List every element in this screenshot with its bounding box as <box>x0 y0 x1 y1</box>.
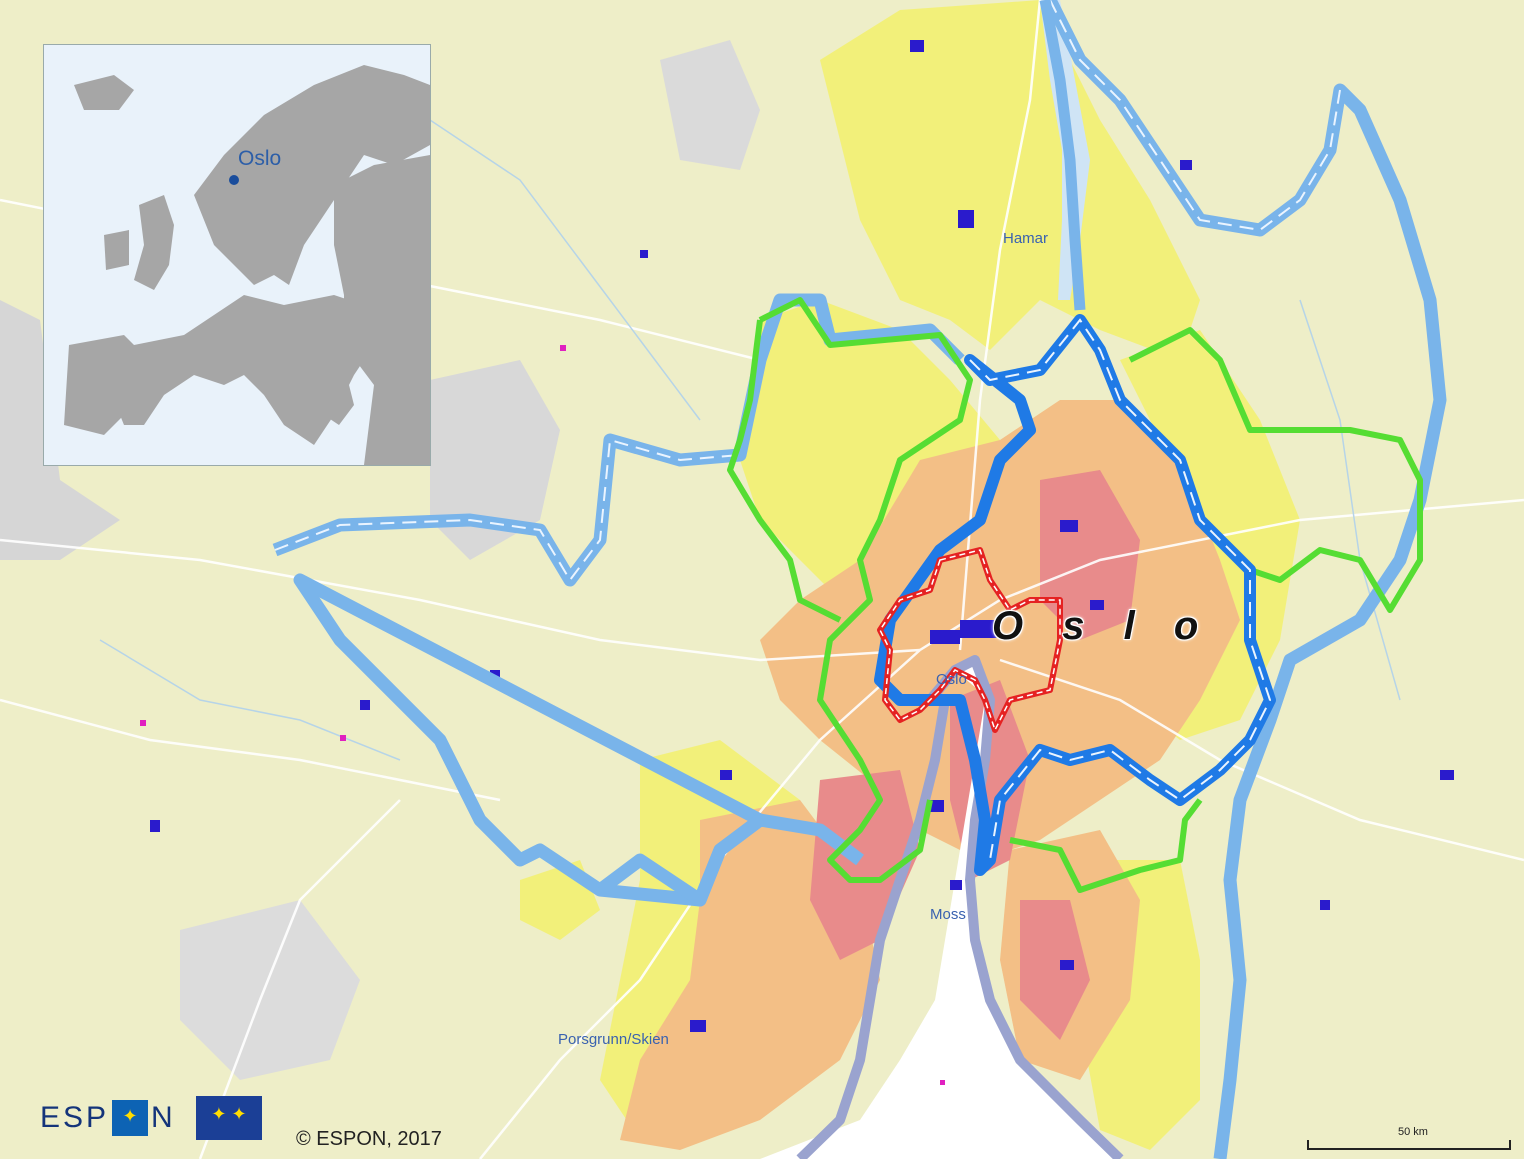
eu-flag-icon: ✦ ✦ <box>196 1096 262 1140</box>
boundary-green-west2 <box>727 319 842 623</box>
boundary-red-inner <box>879 549 1061 732</box>
logo-text-right: N <box>151 1101 176 1134</box>
boundary-light-blue-mjosa <box>1039 0 1086 311</box>
grey-region-sw <box>180 900 360 1080</box>
boundary-light-blue-north-inner <box>1049 0 1341 232</box>
boundary-green-se <box>1009 798 1203 893</box>
boundary-green-west <box>758 297 973 883</box>
oslofjord <box>760 660 1120 1159</box>
scale-bar <box>1307 1140 1511 1150</box>
zone-yellow-west <box>740 300 1000 600</box>
city-title: O s l o <box>992 604 1213 648</box>
logo-text-left: ESP <box>40 1101 110 1134</box>
scale-label: 50 km <box>1398 1126 1428 1138</box>
zone-red-south <box>810 770 920 960</box>
inset-europe-shape <box>44 45 430 465</box>
urban-areas <box>150 40 1454 1032</box>
coastline <box>926 655 1124 1159</box>
rivers <box>99 119 1401 761</box>
place-label-oslo: Oslo <box>936 671 967 688</box>
place-label-hamar: Hamar <box>1003 230 1049 247</box>
grey-region-north <box>660 40 760 170</box>
boundary-light-blue-south <box>596 813 864 907</box>
inset-map-europe: Oslo <box>43 44 431 466</box>
grey-region-mid <box>430 360 560 560</box>
copyright: © ESPON, 2017 <box>296 1128 442 1150</box>
boundary-light-blue-west-inner <box>274 438 741 582</box>
place-label-porsgrunn: Porsgrunn/Skien <box>558 1031 669 1048</box>
place-label-moss: Moss <box>930 906 966 923</box>
boundary-blue-inner <box>969 318 1272 861</box>
grey-region-west <box>0 300 120 560</box>
zone-yellow-north <box>820 0 1200 360</box>
coastline-west <box>796 699 950 1159</box>
urban-areas-pink <box>140 345 945 1085</box>
espon-logo: ESP ✦ N <box>40 1100 176 1136</box>
logo-stars-icon: ✦ <box>112 1100 149 1136</box>
inset-oslo-marker <box>229 175 239 185</box>
zone-red-se <box>1020 900 1090 1040</box>
zone-red-center <box>1040 470 1140 640</box>
boundary-green-east <box>1128 327 1423 613</box>
inset-label-oslo: Oslo <box>238 147 282 170</box>
